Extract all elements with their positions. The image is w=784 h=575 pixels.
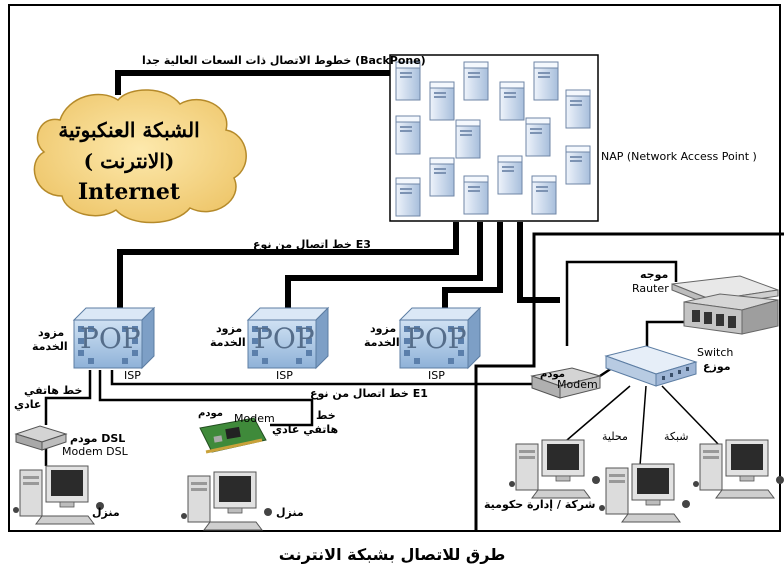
- dsl-modem-english: Modem DSL: [62, 445, 128, 458]
- office-computer-2: [598, 463, 691, 523]
- e3-line-2: [285, 222, 483, 310]
- dsl-modem-arabic: مودم DSL: [70, 432, 126, 445]
- company-modem-english: Modem: [557, 378, 598, 391]
- dsl-modem-device: [14, 425, 68, 451]
- switch-label-english: Switch: [697, 346, 734, 359]
- router-label-english: Rauter: [632, 282, 669, 295]
- switch-pc3-line: [661, 385, 721, 447]
- isp-label-2: ISP: [276, 369, 293, 382]
- pop-label-1: POP: [80, 322, 141, 355]
- e1-label: خط اتصال من نوع E1: [310, 387, 428, 400]
- phone-line2-label-2: هاتفي عادي: [272, 423, 339, 436]
- internet-cloud-label: الشبكة العنكبوتية ( الانترنت) Internet: [44, 115, 214, 208]
- nap-label: NAP (Network Access Point ): [601, 150, 757, 163]
- switch-pc2-line: [639, 385, 647, 467]
- provider-1-line2: الخدمة: [32, 340, 68, 353]
- company-modem-arabic: مودم: [540, 369, 565, 380]
- isp-label-3: ISP: [428, 369, 445, 382]
- home-computer-2: [180, 471, 273, 531]
- router-line: [565, 260, 678, 346]
- backbone-label: خطوط الاتصال ذات السعات العالية جدا (Bac…: [142, 54, 426, 67]
- phone-line2-label-1: خط: [316, 409, 336, 422]
- provider-1-line1: مزود: [38, 326, 65, 339]
- company-boundary: [474, 232, 784, 531]
- pop-label-2: POP: [254, 322, 315, 355]
- e3-line-1: [117, 222, 459, 310]
- provider-2-line2: الخدمة: [210, 336, 246, 349]
- office-computer-3: [692, 439, 784, 499]
- backbone-line: [115, 70, 392, 95]
- office-computer-1: [508, 439, 601, 499]
- modem-card-english: Modem: [234, 412, 275, 425]
- home-1-label: منزل: [92, 506, 120, 519]
- home-2-label: منزل: [276, 506, 304, 519]
- provider-3-line1: مزود: [370, 322, 397, 335]
- router-label-arabic: موجه: [640, 268, 669, 281]
- switch-pc1-line: [559, 385, 631, 447]
- internet-cloud: [33, 89, 247, 224]
- modem-phone-line: [98, 370, 314, 427]
- local-network-label-2: محلية: [602, 430, 628, 443]
- pop-label-3: POP: [406, 322, 467, 355]
- dsl-phone-line: [44, 370, 92, 425]
- e3-label: خط اتصال من نوع E3: [253, 238, 371, 251]
- modem-card-device: [199, 417, 267, 454]
- local-network-label-1: شبكة: [664, 430, 689, 443]
- cloud-title-arabic-2: ( الانترنت): [83, 149, 175, 173]
- switch-device: [604, 345, 698, 387]
- diagram-caption: طرق للاتصال بشبكة الانترنت: [278, 545, 506, 564]
- provider-3-line2: الخدمة: [364, 336, 400, 349]
- e3-line-4: [517, 222, 560, 303]
- phone-line-label-2: عادي: [14, 398, 42, 411]
- provider-2-line1: مزود: [216, 322, 243, 335]
- home-computer-1: [12, 465, 105, 525]
- e1-line: [110, 370, 540, 386]
- rack-device: [683, 293, 779, 335]
- e3-line-3: [442, 222, 503, 310]
- nap-cluster: [389, 54, 599, 222]
- company-modem-device: [530, 367, 602, 399]
- company-label: شركة / إدارة حكومية: [484, 498, 596, 511]
- cloud-title-english: Internet: [77, 179, 181, 205]
- cloud-title-arabic: الشبكة العنكبوتية: [58, 118, 200, 142]
- switch-label-arabic: موزع: [703, 360, 731, 373]
- isp-label-1: ISP: [124, 369, 141, 382]
- phone-line-label-1: خط هاتفي: [24, 384, 83, 397]
- modem-card-arabic: مودم: [198, 408, 223, 419]
